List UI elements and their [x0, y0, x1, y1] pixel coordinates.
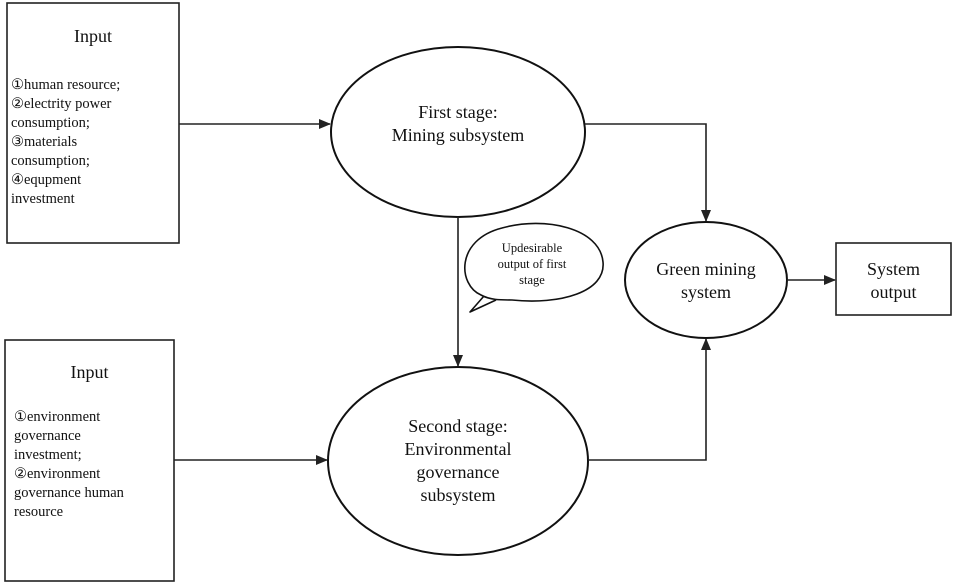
- input-box-1-title: Input: [74, 26, 112, 46]
- system-output-label: System output: [836, 258, 951, 304]
- input-box-2-item: ②environment: [14, 466, 101, 482]
- input-box-1-item: ②electrity power: [11, 96, 112, 112]
- input-box-2-title: Input: [70, 362, 109, 382]
- first-stage-label-line: Mining subsystem: [391, 125, 525, 145]
- input-box-2-items: ①environment governance investment; ②env…: [14, 408, 124, 522]
- green-mining-label: Green mining system: [631, 258, 781, 304]
- input-box-1-item: consumption;: [11, 153, 90, 169]
- input-box-1-item: ④equpment: [11, 172, 82, 188]
- second-stage-node: [327, 366, 589, 556]
- input-box-2-item: ①environment: [14, 409, 101, 425]
- second-stage-label: Second stage: Environmental governance s…: [358, 415, 558, 507]
- undesirable-output-bubble: [464, 222, 604, 313]
- system-output-label-line: output: [870, 282, 917, 302]
- undesirable-output-line: output of first: [497, 257, 567, 271]
- second-stage-label-line: Second stage:: [408, 416, 508, 436]
- input-box-2-item: governance human: [14, 485, 124, 501]
- system-output-label-line: System: [866, 259, 920, 279]
- undesirable-output-label: Updesirable output of first stage: [472, 240, 592, 288]
- input-box-1-item: consumption;: [11, 115, 90, 131]
- arrow-first-stage-to-green: [585, 123, 711, 222]
- first-stage-label-line: First stage:: [418, 102, 498, 122]
- input-box-1-items: ①human resource; ②electrity power consum…: [11, 76, 120, 209]
- undesirable-output-line: stage: [519, 273, 545, 287]
- first-stage-label: First stage: Mining subsystem: [358, 101, 558, 147]
- input-box-1-item: investment: [11, 191, 75, 207]
- arrow-second-stage-to-green: [588, 338, 711, 461]
- system-output-frame: [835, 242, 952, 316]
- input-box-2-item: governance: [14, 428, 81, 444]
- input-box-2-item: investment;: [14, 447, 82, 463]
- second-stage-label-line: subsystem: [420, 485, 496, 505]
- input-box-2-frame: [4, 339, 175, 582]
- undesirable-output-line: Updesirable: [501, 241, 563, 255]
- input-box-1-item: ①human resource;: [11, 77, 121, 93]
- second-stage-label-line: governance: [416, 462, 500, 482]
- input-box-1-frame: [6, 2, 180, 244]
- green-mining-label-line: Green mining: [656, 259, 756, 279]
- input-box-2-item: resource: [14, 504, 64, 520]
- input-box-1-item: ③materials: [11, 134, 78, 150]
- green-mining-label-line: system: [680, 282, 731, 302]
- second-stage-label-line: Environmental: [404, 439, 512, 459]
